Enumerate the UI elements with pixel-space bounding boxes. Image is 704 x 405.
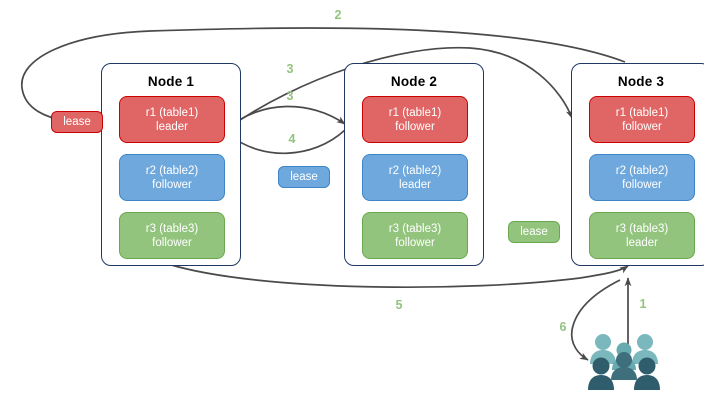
replica-name: r1 (table1): [388, 106, 442, 119]
replica-role: follower: [622, 178, 662, 191]
replica-role: follower: [152, 178, 192, 191]
replica-name: r3 (table3): [388, 222, 442, 235]
node-container-node1: Node 1 r1 (table1) leader r2 (table2) fo…: [101, 63, 241, 266]
replica-n1r2[interactable]: r2 (table2) follower: [119, 154, 225, 201]
lease-badge-r3[interactable]: lease: [508, 221, 560, 243]
replica-name: r2 (table2): [615, 164, 669, 177]
edge-label-3b: 3: [286, 89, 294, 103]
replica-n3r1[interactable]: r1 (table1) follower: [589, 96, 695, 143]
replica-n2r3[interactable]: r3 (table3) follower: [362, 212, 468, 259]
replica-role: follower: [152, 236, 192, 249]
replica-name: r2 (table2): [145, 164, 199, 177]
replica-n1r1[interactable]: r1 (table1) leader: [119, 96, 225, 143]
replica-n1r3[interactable]: r3 (table3) follower: [119, 212, 225, 259]
lease-label: lease: [290, 171, 318, 183]
node-title-node1: Node 1: [147, 74, 195, 89]
edge-5-path: [167, 263, 629, 289]
edge-label-5: 5: [395, 298, 403, 312]
node-container-node3: Node 3 r1 (table1) follower r2 (table2) …: [571, 63, 704, 266]
node-container-node2: Node 2 r1 (table1) follower r2 (table2) …: [344, 63, 484, 266]
users-group-icon: [588, 334, 660, 390]
replica-n3r3[interactable]: r3 (table3) leader: [589, 212, 695, 259]
replica-role: leader: [399, 178, 431, 191]
replica-role: follower: [622, 120, 662, 133]
replica-name: r3 (table3): [615, 222, 669, 235]
replica-name: r3 (table3): [145, 222, 199, 235]
edge-label-2: 2: [334, 8, 342, 22]
edge-label-6: 6: [559, 320, 567, 334]
lease-label: lease: [520, 226, 548, 238]
replica-name: r2 (table2): [388, 164, 442, 177]
replica-role: follower: [395, 236, 435, 249]
replica-n2r2[interactable]: r2 (table2) leader: [362, 154, 468, 201]
replica-name: r1 (table1): [145, 106, 199, 119]
replica-role: leader: [626, 236, 658, 249]
lease-badge-r2[interactable]: lease: [278, 166, 330, 188]
replica-n2r1[interactable]: r1 (table1) follower: [362, 96, 468, 143]
replica-name: r1 (table1): [615, 106, 669, 119]
edge-label-4: 4: [288, 132, 296, 146]
edge-label-3a: 3: [286, 62, 294, 76]
edge-label-1: 1: [639, 297, 647, 311]
lease-label: lease: [63, 116, 91, 128]
node-title-node3: Node 3: [617, 74, 665, 89]
replica-n3r2[interactable]: r2 (table2) follower: [589, 154, 695, 201]
replica-role: leader: [156, 120, 188, 133]
edge-3b-path: [227, 105, 346, 129]
replica-role: follower: [395, 120, 435, 133]
lease-badge-r1[interactable]: lease: [51, 111, 103, 133]
node-title-node2: Node 2: [390, 74, 438, 89]
